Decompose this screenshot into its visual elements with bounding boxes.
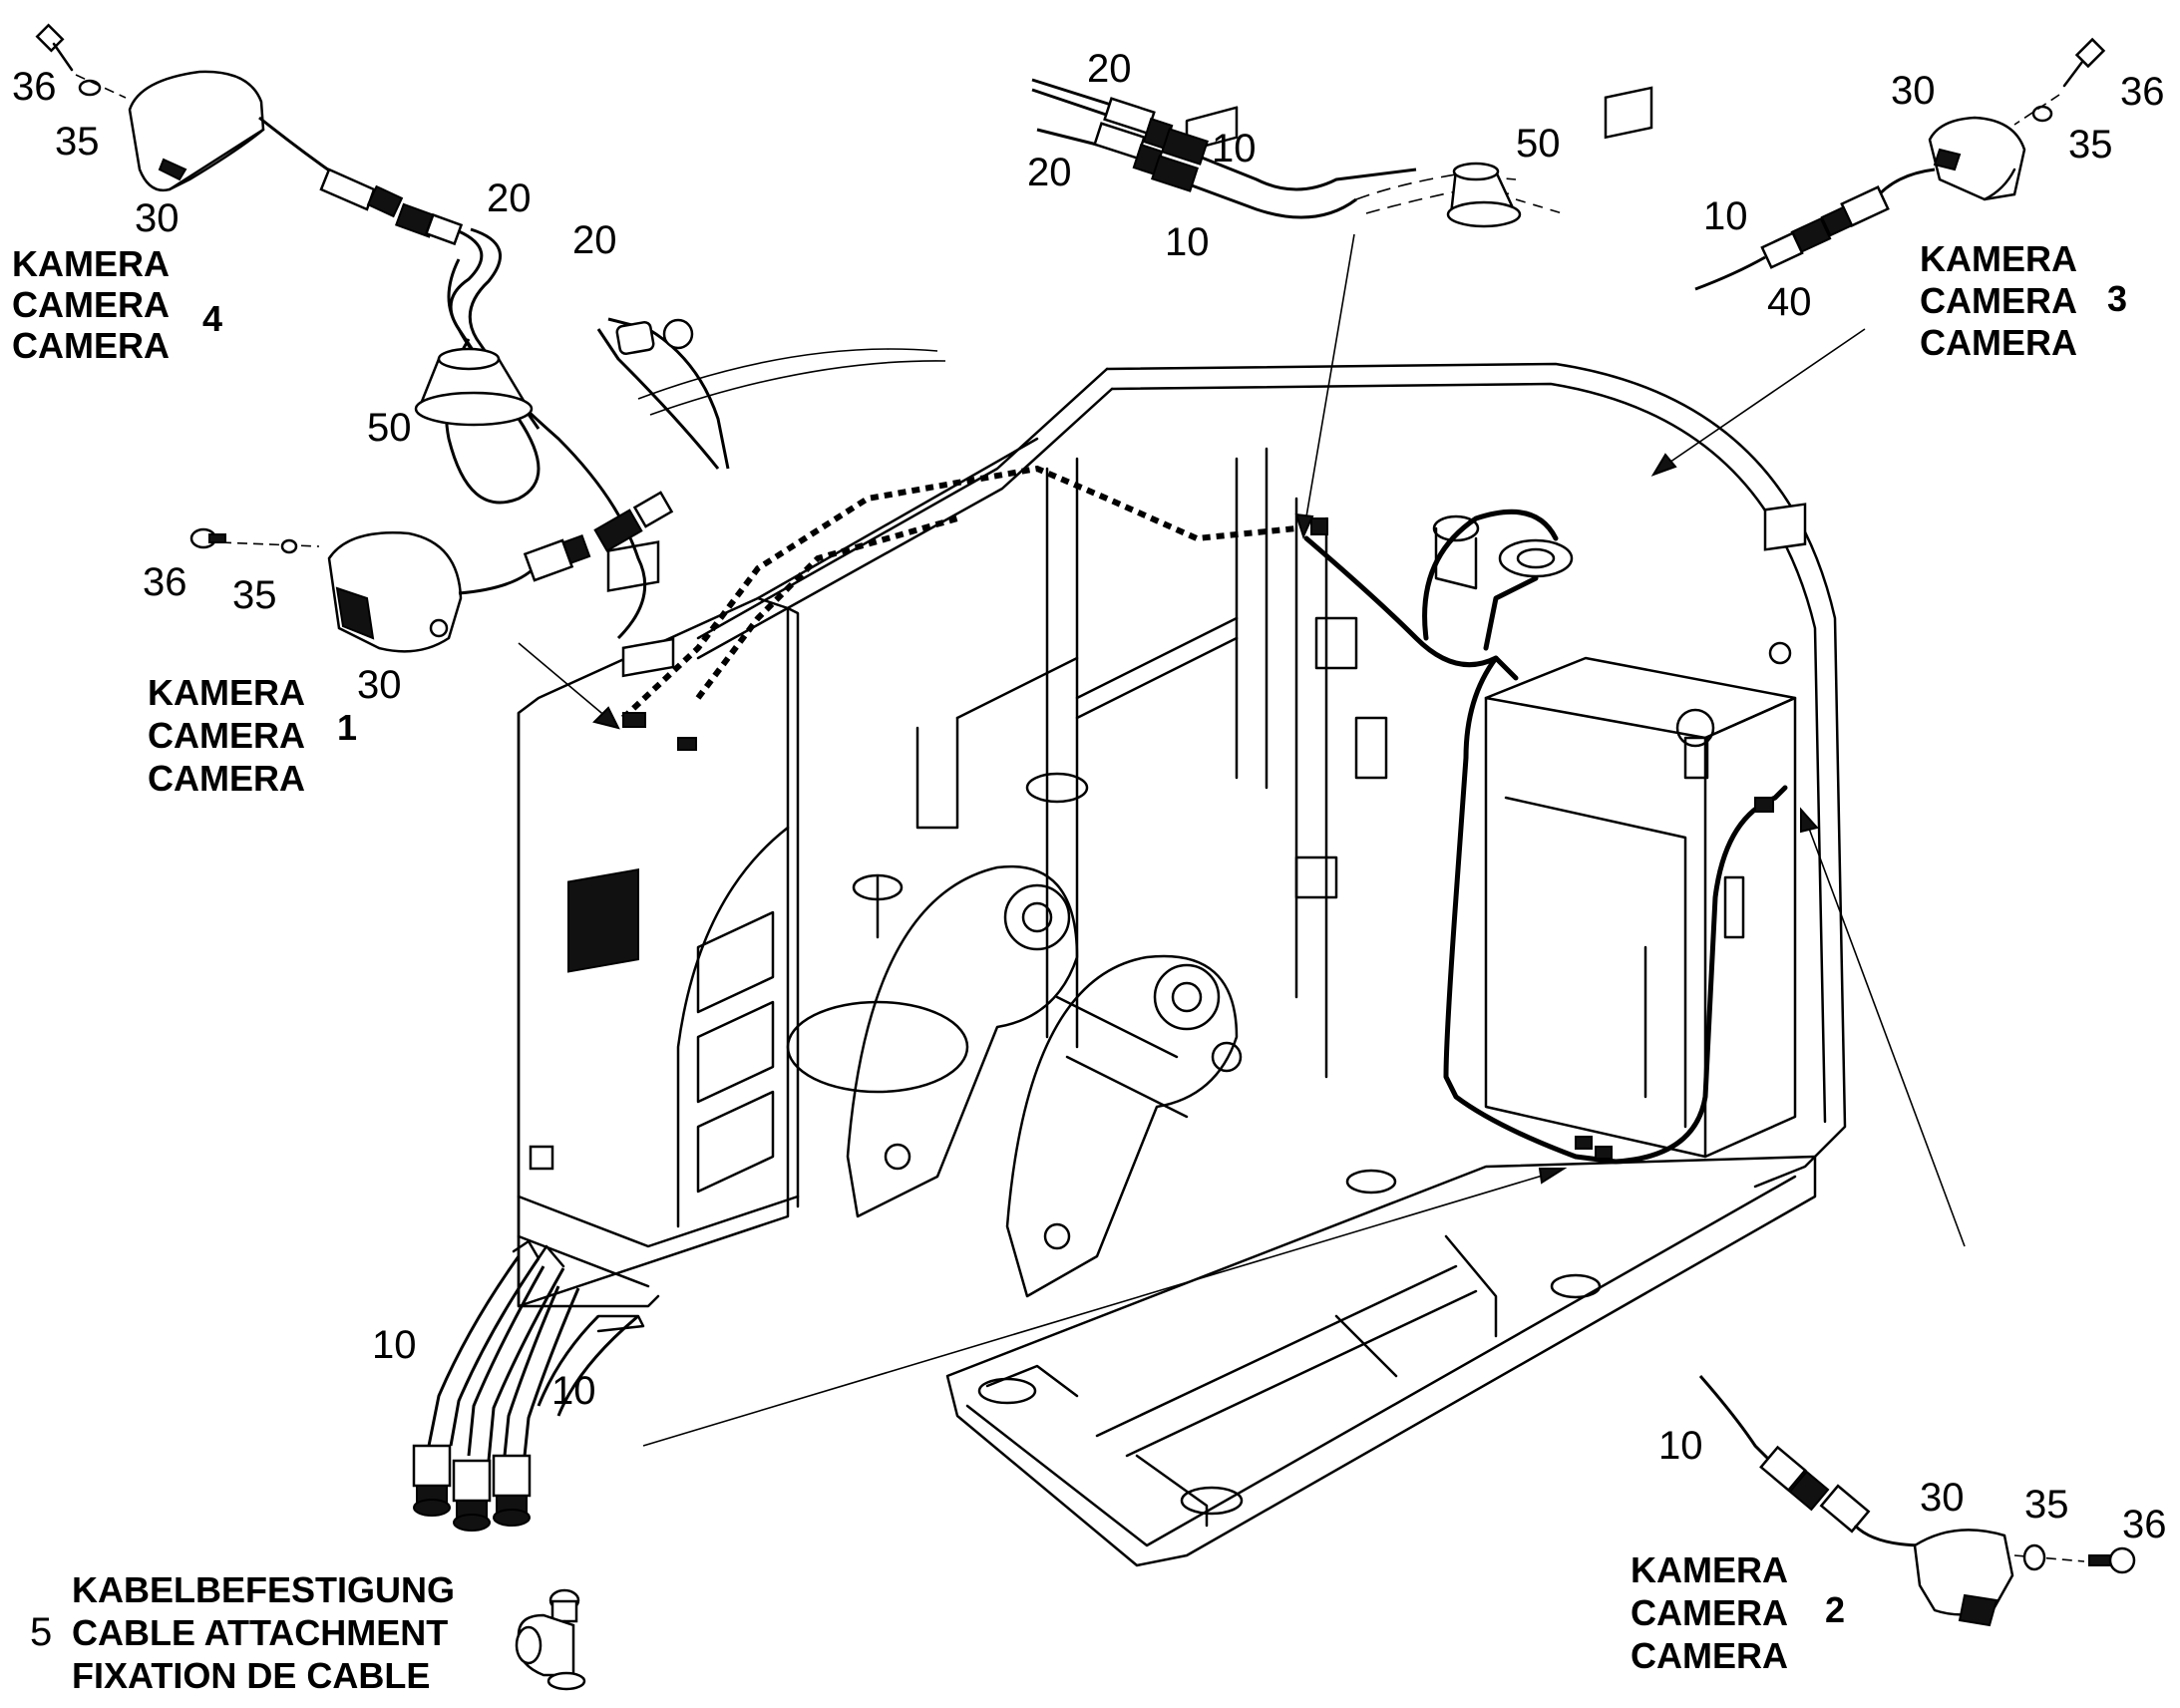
connector-icon: [492, 1454, 532, 1527]
callout-cam3-screw: 36: [2120, 70, 2165, 114]
camera-2-assembly: [1698, 1375, 2136, 1627]
callout-top-socket-b: 10: [1165, 220, 1210, 264]
cable-bundle-assembly: [412, 1239, 645, 1532]
camera-1-label-line2: CAMERA: [148, 715, 305, 756]
callout-top-socket-a: 10: [1212, 127, 1257, 171]
callout-bundle-right: 10: [551, 1369, 596, 1413]
callout-top-plug-a: 20: [1087, 47, 1132, 91]
callout-cam4-plug-b: 20: [572, 218, 617, 262]
callout-bundle-left: 10: [372, 1323, 417, 1367]
camera-4-index: 4: [202, 298, 222, 339]
screw-icon: [189, 527, 226, 549]
camera-2-label-line2: CAMERA: [1631, 1592, 1788, 1633]
camera-1-index: 1: [337, 707, 357, 748]
screw-icon: [2088, 1546, 2136, 1574]
cable-attachment-label-line1: KABELBEFESTIGUNG: [72, 1569, 455, 1610]
callout-cam3-adapter: 40: [1767, 280, 1812, 324]
vent-grid: [567, 867, 639, 973]
callout-cam1-washer: 35: [232, 573, 277, 617]
camera-3-label-line1: KAMERA: [1920, 238, 2077, 279]
connector-icon: [452, 1459, 492, 1532]
grommet-icon: [1446, 162, 1522, 228]
camera-3-label-line2: CAMERA: [1920, 280, 2077, 321]
callout-cam1-housing: 30: [357, 663, 402, 707]
cable-attachment-label-line3: FIXATION DE CABLE: [72, 1655, 430, 1696]
washer-icon: [280, 538, 298, 554]
washer-icon: [2022, 1543, 2046, 1571]
camera-3-label-line3: CAMERA: [1920, 322, 2077, 363]
screw-icon: [2062, 37, 2106, 88]
callout-cam4-housing: 30: [135, 196, 180, 240]
camera-housing-icon: [128, 70, 265, 192]
callout-cam1-screw: 36: [143, 560, 187, 604]
callout-cam3-socket: 10: [1703, 194, 1748, 238]
callout-cam3-housing: 30: [1891, 69, 1936, 113]
cable-clip-icon: [615, 318, 694, 356]
camera-4-label-line2: CAMERA: [12, 284, 170, 325]
callout-cam2-washer: 35: [2024, 1483, 2069, 1527]
callout-cam4-washer: 35: [55, 120, 100, 164]
plug-icon: [1759, 1445, 1807, 1493]
cable-attachment-index: 5: [30, 1610, 52, 1654]
callout-top-grommet: 50: [1516, 122, 1561, 166]
camera-3-assembly: [1694, 37, 2106, 291]
grommet-icon: [414, 347, 534, 427]
camera-2-label-line1: KAMERA: [1631, 1549, 1788, 1590]
camera-2-index: 2: [1825, 1589, 1845, 1630]
label-plate: [529, 1145, 554, 1171]
camera-1-label-line1: KAMERA: [148, 672, 305, 713]
callout-cam2-socket: 10: [1658, 1424, 1703, 1468]
machine-frame: [517, 106, 1847, 1567]
callout-cam4-plug-a: 20: [487, 176, 532, 220]
washer-icon: [2031, 105, 2053, 123]
callout-cam4-screw: 36: [12, 65, 57, 109]
camera-4-label-line1: KAMERA: [12, 243, 170, 284]
camera-4-label-line3: CAMERA: [12, 325, 170, 366]
camera-housing-icon: [327, 531, 463, 653]
camera-2-label-line3: CAMERA: [1631, 1635, 1788, 1676]
callout-top-plug-b: 20: [1027, 151, 1072, 194]
connector-icon: [412, 1444, 452, 1517]
base-frame: [945, 1155, 1817, 1567]
plug-icon: [319, 168, 376, 211]
leader-lines: [518, 233, 1966, 1447]
screw-icon: [35, 23, 74, 72]
callout-cam2-housing: 30: [1920, 1476, 1965, 1520]
top-connector-assembly: [1031, 78, 1567, 228]
callout-cam2-screw: 36: [2122, 1503, 2167, 1546]
camera-1-label-line3: CAMERA: [148, 758, 305, 799]
callout-cam3-washer: 35: [2068, 123, 2113, 167]
camera-1-assembly: [189, 527, 591, 653]
callout-cam4-grommet: 50: [367, 406, 412, 450]
camera-housing-icon: [1913, 1529, 2014, 1627]
camera-housing-icon: [1928, 116, 2026, 201]
cable-attachment-label-line2: CABLE ATTACHMENT: [72, 1612, 448, 1653]
washer-icon: [78, 79, 102, 97]
camera-4-assembly: [35, 23, 730, 640]
camera-3-index: 3: [2107, 278, 2127, 319]
boom-mount: [846, 864, 1243, 1298]
cable-attachment-icon: [515, 1588, 586, 1691]
